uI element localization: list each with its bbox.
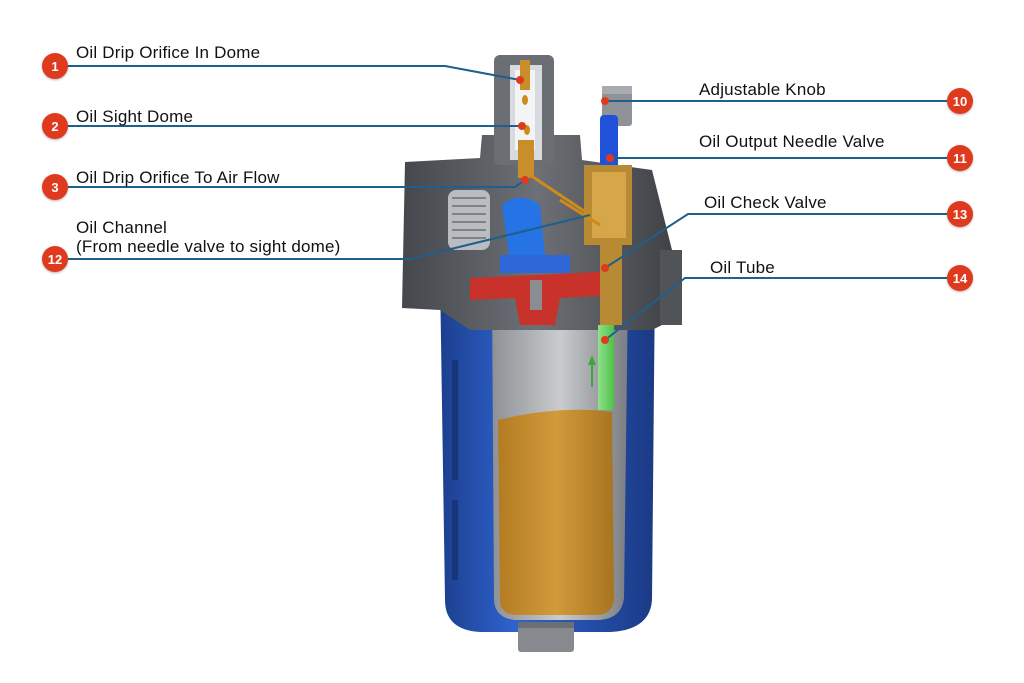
label-oil-check-valve: Oil Check Valve bbox=[704, 193, 827, 212]
drip-orifice bbox=[520, 60, 530, 90]
leader-dot-11 bbox=[606, 154, 614, 162]
callout-badge-10: 10 bbox=[947, 88, 973, 114]
label-oil-channel-detail: (From needle valve to sight dome) bbox=[76, 237, 341, 256]
leader-line-1 bbox=[68, 65, 521, 81]
label-oil-channel: Oil Channel bbox=[76, 218, 168, 237]
label-oil-sight-dome: Oil Sight Dome bbox=[76, 107, 194, 126]
leader-line-13 bbox=[604, 213, 947, 269]
label-adjustable-knob: Adjustable Knob bbox=[699, 80, 826, 99]
leader-line-14 bbox=[604, 277, 947, 341]
callout-badge-2: 2 bbox=[42, 113, 68, 139]
leader-dot-10 bbox=[601, 97, 609, 105]
leader-dot-13 bbox=[601, 264, 609, 272]
drain-plug bbox=[518, 622, 574, 652]
callout-badge-3: 3 bbox=[42, 174, 68, 200]
oil-tube bbox=[598, 325, 614, 410]
callout-badge-11: 11 bbox=[947, 145, 973, 171]
leader-dot-1 bbox=[516, 76, 524, 84]
oil-reservoir bbox=[498, 409, 614, 615]
needle-valve bbox=[600, 115, 618, 177]
callout-badge-14: 14 bbox=[947, 265, 973, 291]
leader-line-3 bbox=[68, 179, 526, 188]
leader-dot-3 bbox=[521, 176, 529, 184]
leader-dot-2 bbox=[518, 122, 526, 130]
label-oil-drip-orifice-in-dome: Oil Drip Orifice In Dome bbox=[76, 43, 261, 62]
label-oil-drip-orifice-to-air-flow: Oil Drip Orifice To Air Flow bbox=[76, 168, 280, 187]
leader-line-12 bbox=[68, 214, 591, 260]
air-flow-deflector bbox=[502, 197, 545, 262]
label-oil-tube: Oil Tube bbox=[710, 258, 775, 277]
label-oil-output-needle-valve: Oil Output Needle Valve bbox=[699, 132, 885, 151]
callout-badge-1: 1 bbox=[42, 53, 68, 79]
leader-dot-14 bbox=[601, 336, 609, 344]
callout-badge-13: 13 bbox=[947, 201, 973, 227]
callout-badge-12: 12 bbox=[42, 246, 68, 272]
